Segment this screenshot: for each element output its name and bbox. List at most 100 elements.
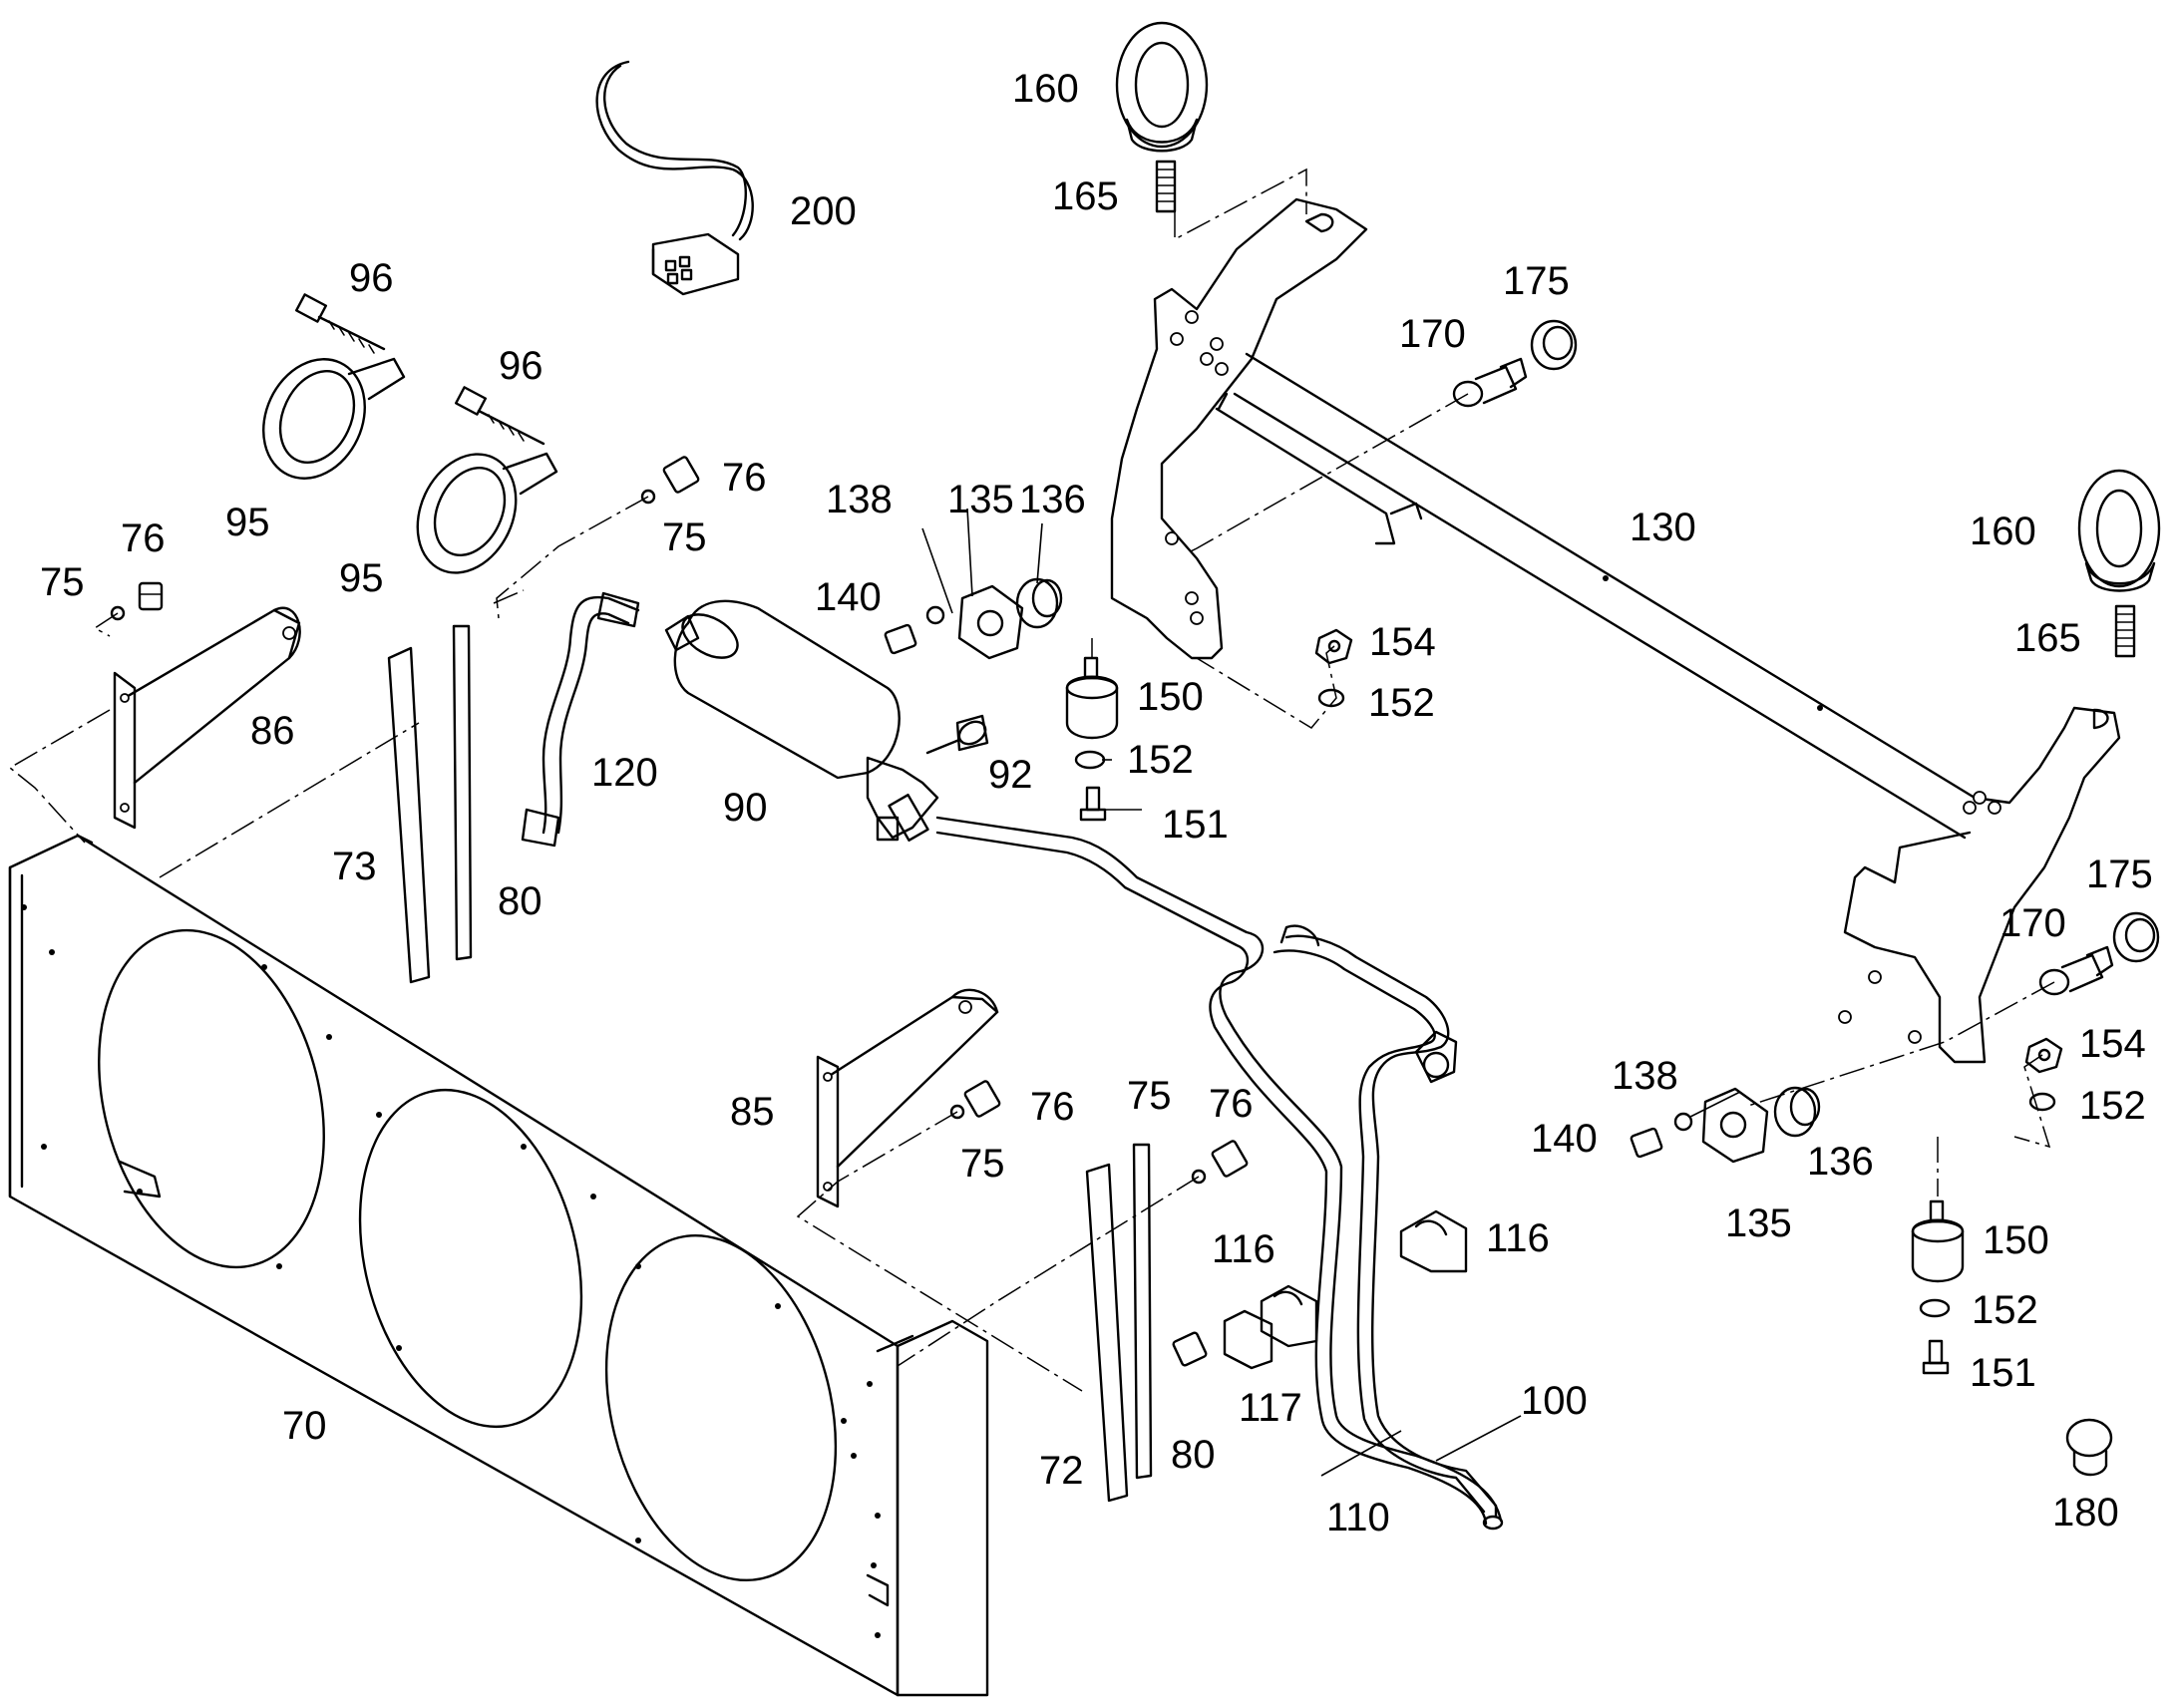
washer-screw-75-76-mid: [949, 1080, 1001, 1120]
pipe-110: [935, 816, 1504, 1531]
callout-80: 80: [1171, 1433, 1216, 1477]
callout-151: 151: [1970, 1351, 2036, 1395]
bracket-86: [113, 606, 301, 830]
callout-170: 170: [1399, 312, 1466, 356]
callout-117: 117: [1239, 1386, 1302, 1430]
callout-154: 154: [2079, 1022, 2146, 1066]
pin-170-upper: [1452, 357, 1528, 408]
plug-180: [2065, 1418, 2113, 1477]
washer-138-lower: [1673, 1112, 1693, 1132]
callout-160: 160: [1970, 510, 2036, 553]
leader-lines: [921, 508, 1741, 1477]
callout-170: 170: [1999, 901, 2066, 945]
callout-152: 152: [2079, 1084, 2146, 1128]
callout-86: 86: [250, 709, 295, 753]
clip-116-right: [1399, 1209, 1468, 1273]
washer-138-upper: [925, 605, 945, 625]
callout-92: 92: [988, 753, 1033, 797]
seal-strip-72: [1085, 1163, 1129, 1503]
callout-152: 152: [1368, 681, 1435, 725]
screw-151-lower: [1922, 1339, 1950, 1375]
mount-plate-135-upper: [957, 584, 1024, 660]
washer-screw-75-76-left: [110, 581, 164, 621]
pin-170-lower: [2038, 945, 2114, 996]
receiver-drier-90: [664, 599, 939, 843]
seal-strip-73: [387, 646, 431, 984]
callout-95: 95: [339, 556, 384, 600]
callout-200: 200: [790, 189, 857, 233]
callout-labels: 70 72 73 75 75 75 75 76 76 76 76 80 80 8…: [40, 67, 2153, 1539]
callout-110: 110: [1326, 1496, 1390, 1539]
callout-120: 120: [591, 751, 658, 795]
callout-90: 90: [723, 786, 768, 830]
callout-136: 136: [1807, 1140, 1874, 1184]
callout-138: 138: [826, 478, 893, 521]
callout-76: 76: [722, 456, 767, 500]
callout-96: 96: [499, 344, 544, 388]
callout-75: 75: [662, 515, 707, 559]
callout-160: 160: [1012, 67, 1079, 111]
stud-165-lower: [2114, 604, 2136, 658]
mount-plate-135-lower: [1701, 1087, 1769, 1164]
bushing-175-upper: [1530, 319, 1578, 371]
callout-76: 76: [121, 516, 166, 560]
callout-150: 150: [1137, 675, 1204, 719]
sight-glass-92: [925, 714, 989, 755]
fan-shroud-panel: [8, 834, 989, 1697]
stud-165-upper: [1155, 160, 1177, 213]
callout-165: 165: [1052, 174, 1119, 218]
callout-175: 175: [2086, 853, 2153, 896]
callout-95: 95: [225, 501, 270, 544]
nut-154-lower: [2024, 1037, 2063, 1074]
screw-140-lower: [1630, 1127, 1663, 1159]
callout-140: 140: [1531, 1117, 1598, 1161]
eyebolt-160-upper: [1115, 21, 1209, 153]
screw-96-left: [294, 293, 386, 354]
assembly-lines: [8, 168, 2055, 1392]
nut-154-upper: [1314, 628, 1353, 665]
callout-80: 80: [498, 879, 543, 923]
callout-154: 154: [1369, 620, 1436, 664]
washer-152-upper: [1074, 750, 1106, 770]
bushing-136-upper: [1015, 577, 1063, 629]
clamp-95-left: [262, 357, 406, 480]
pipe-100: [1272, 924, 1498, 1518]
clamp-95-right: [416, 452, 558, 574]
plate-117: [1223, 1309, 1273, 1370]
screw-151-upper: [1079, 786, 1107, 822]
callout-70: 70: [282, 1404, 327, 1448]
sensor-cable-200: [595, 60, 754, 296]
callout-73: 73: [332, 845, 377, 888]
callout-138: 138: [1612, 1054, 1678, 1098]
mounting-frame-130: [1110, 197, 2121, 1064]
callout-136: 136: [1019, 478, 1086, 521]
callout-75: 75: [1127, 1074, 1172, 1118]
clip-116-left: [1260, 1284, 1318, 1348]
callout-150: 150: [1983, 1218, 2049, 1262]
washer-screw-75-76-right: [1191, 1140, 1249, 1185]
callout-152: 152: [1972, 1288, 2038, 1332]
callout-135: 135: [947, 478, 1014, 521]
screw-117: [1172, 1331, 1208, 1367]
callout-140: 140: [815, 575, 882, 619]
callout-135: 135: [1725, 1201, 1792, 1245]
callout-130: 130: [1630, 506, 1696, 549]
screw-140-upper: [884, 623, 917, 655]
mount-150-lower: [1911, 1199, 1965, 1283]
callout-76: 76: [1030, 1085, 1075, 1129]
callout-180: 180: [2052, 1491, 2119, 1535]
callout-96: 96: [349, 256, 394, 300]
rod-80-lower: [1132, 1143, 1153, 1480]
callout-151: 151: [1162, 803, 1229, 847]
callout-152: 152: [1127, 738, 1194, 782]
washer-screw-75-76-upper: [640, 456, 700, 505]
washer-152-lower-right: [2028, 1092, 2056, 1112]
callout-165: 165: [2014, 616, 2081, 660]
rod-80-upper: [452, 624, 473, 961]
callout-76: 76: [1209, 1082, 1254, 1126]
hose-120: [521, 591, 640, 848]
callout-75: 75: [40, 560, 85, 604]
eyebolt-160-lower: [2077, 469, 2161, 592]
callout-75: 75: [960, 1142, 1005, 1186]
